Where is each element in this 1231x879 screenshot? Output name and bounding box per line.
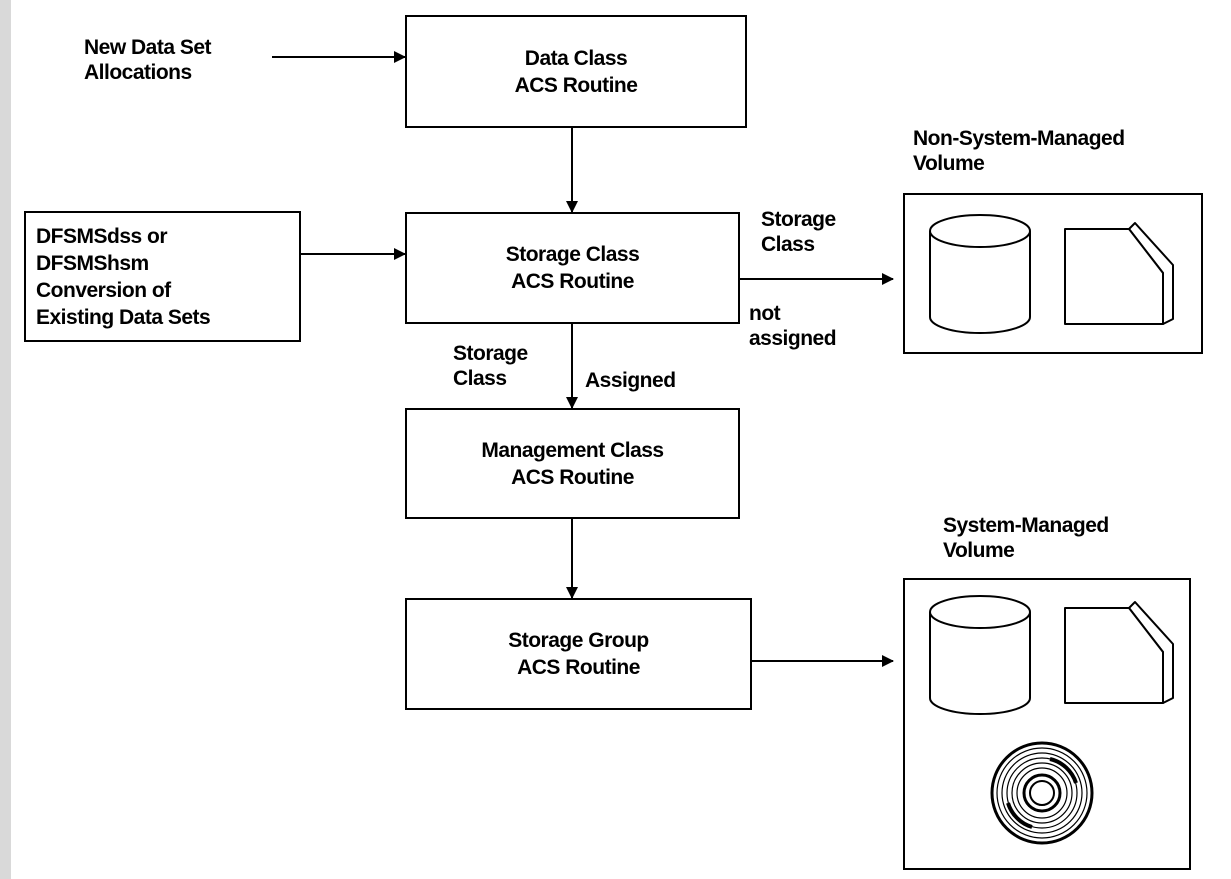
not-assigned-label: not assigned [749, 302, 837, 350]
tape-cartridge-icon [1064, 222, 1174, 325]
data-class-acs-routine-box: Data Class ACS Routine [405, 15, 747, 128]
conversion-input-box: DFSMSdss or DFSMShsm Conversion of Exist… [24, 211, 301, 342]
storage-class-label-upper: Storage Class [761, 208, 836, 256]
dasd-cylinder-icon [929, 214, 1031, 334]
new-data-set-allocations-label: New Data Set Allocations [84, 36, 212, 84]
system-managed-volume-title: System-Managed Volume [943, 514, 1109, 562]
optical-disk-icon [990, 741, 1094, 845]
left-margin-strip [0, 0, 11, 879]
dasd-cylinder-icon [929, 595, 1031, 715]
management-class-acs-routine-box: Management Class ACS Routine [405, 408, 740, 519]
assigned-label: Assigned [585, 369, 676, 392]
tape-cartridge-icon [1064, 601, 1174, 704]
storage-group-acs-routine-box: Storage Group ACS Routine [405, 598, 752, 710]
storage-class-assigned-label: Storage Class [453, 342, 528, 390]
storage-class-acs-routine-box: Storage Class ACS Routine [405, 212, 740, 324]
non-system-managed-volume-title: Non-System-Managed Volume [913, 127, 1125, 175]
